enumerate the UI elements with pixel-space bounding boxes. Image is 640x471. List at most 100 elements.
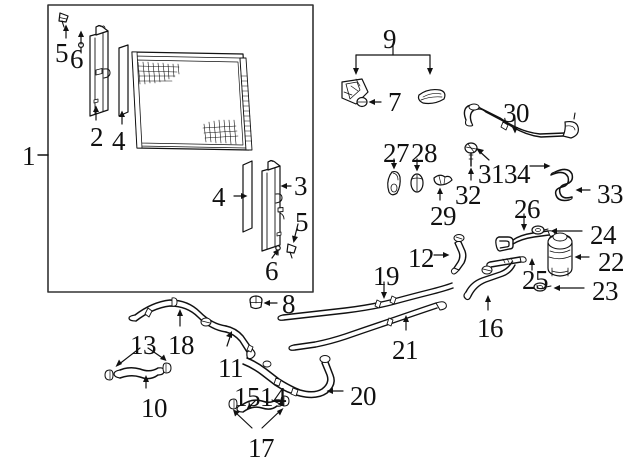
connector-node-upper: [262, 360, 272, 368]
callout-9-mount-bracket-group: 9: [383, 24, 397, 54]
part-19-cooler-line-upper: [277, 282, 454, 321]
part-5-clip-upper: [58, 12, 69, 28]
part-9-bracket-right: [417, 88, 446, 105]
callout-25-return-hose: 25: [522, 265, 549, 295]
leader-24: [550, 228, 583, 234]
callout-12-connector-pipe: 12: [408, 243, 435, 273]
leader-34: [529, 163, 551, 169]
part-4-seal-left: [118, 44, 129, 117]
callout-17-clamp-pair: 17: [248, 433, 275, 463]
part-20-heater-hose: [242, 355, 335, 399]
leader-32: [468, 167, 474, 181]
part-2-left-tank: [89, 24, 111, 117]
leader-5-upper: [63, 24, 69, 39]
leader-12: [433, 252, 450, 258]
callout-8-drain-plug: 8: [282, 289, 296, 319]
callout-27-grommet: 27: [383, 138, 410, 168]
part-11-lower-hose: [225, 325, 256, 360]
callout-15-short-hose: 15: [234, 382, 261, 412]
part-23-o-ring-lower: [533, 282, 552, 292]
part-8-drain-plug: [249, 295, 263, 310]
callout-16-branch-hose: 16: [477, 313, 504, 343]
callout-2-left-tank: 2: [90, 122, 104, 152]
leader-30: [512, 117, 518, 134]
leader-3: [280, 183, 292, 189]
callout-5-lower-right-clip: 5: [295, 207, 309, 237]
callout-20-heater-hose: 20: [350, 381, 377, 411]
leader-13: [115, 347, 167, 367]
callout-18-upper-hose: 18: [168, 330, 195, 360]
part-12-connector-pipe: [450, 234, 467, 275]
callout-4-right-seal: 4: [212, 182, 226, 212]
leader-6-upper: [78, 30, 84, 45]
part-24-o-ring-upper: [531, 225, 549, 235]
leader-31: [476, 148, 490, 161]
callout-3-right-tank: 3: [294, 171, 308, 201]
callout-14-hose-clamp: 14: [260, 382, 287, 412]
part-22-reservoir-tank: [547, 232, 573, 277]
leader-21: [403, 315, 409, 331]
part-10-bypass-hose: [113, 366, 165, 380]
leader-7: [368, 99, 382, 105]
callout-1-radiator-assembly: 1: [22, 141, 36, 171]
leader-17: [233, 408, 284, 429]
leader-11: [226, 331, 232, 347]
part-3-right-tank: [261, 159, 285, 252]
callout-11-lower-hose: 11: [218, 353, 244, 383]
callout-19-cooler-line-upper: 19: [373, 261, 400, 291]
callout-32-bolt: 32: [455, 180, 482, 210]
group-9-bracket-bar: [353, 44, 433, 75]
part-26-reservoir-hose: [495, 230, 556, 252]
callout-24-o-ring-upper: 24: [590, 220, 617, 250]
callout-26-reservoir-hose: 26: [514, 194, 541, 224]
callout-6-upper-left-pin: 6: [70, 44, 84, 74]
callout-6-lower-right-pin: 6: [265, 256, 279, 286]
leader-28: [414, 158, 420, 172]
leader-20: [326, 388, 344, 394]
callout-28-bushing: 28: [411, 138, 438, 168]
callout-31-fitting: 31: [478, 159, 505, 189]
part-13-clamp-right: [162, 362, 172, 374]
leader-6-lower: [271, 249, 279, 259]
part-30-upper-tube: [463, 103, 579, 139]
leader-25: [529, 258, 535, 271]
leader-5-lower: [292, 223, 299, 243]
leader-22: [574, 254, 590, 260]
radiator-core: [131, 51, 253, 151]
part-27-grommet: [387, 170, 401, 196]
part-33-clip: [550, 168, 574, 202]
part-4-seal-right: [242, 160, 253, 233]
leader-26: [521, 213, 527, 231]
callout-22-reservoir-tank: 22: [598, 247, 625, 277]
callout-10-bypass-hose: 10: [141, 393, 168, 423]
leader-2: [93, 105, 99, 121]
leader-23: [553, 285, 585, 291]
callout-5-upper-left-clip: 5: [55, 38, 69, 68]
callout-13-hose-clamp-pair: 13: [130, 330, 157, 360]
leader-27: [391, 158, 397, 170]
leader-29: [437, 187, 443, 201]
leader-16: [485, 295, 491, 311]
callout-34-bracket: 34: [504, 159, 531, 189]
part-32-bolt: [464, 142, 478, 167]
part-16-branch-hose: [463, 261, 516, 301]
callout-21-cooler-line-lower: 21: [392, 335, 419, 365]
leader-19: [381, 281, 387, 299]
part-18-upper-hose: [128, 297, 227, 333]
leader-14: [271, 399, 285, 407]
callout-4-left-seal: 4: [112, 126, 126, 156]
callout-30-upper-tube: 30: [503, 98, 530, 128]
callout-29-clamp: 29: [430, 201, 457, 231]
callout-33-clip: 33: [597, 179, 624, 209]
part-29-clamp: [433, 174, 453, 186]
part-17-clamp-left: [228, 398, 238, 410]
leader-8: [263, 300, 278, 306]
part-28-bushing: [410, 173, 424, 193]
leader-4-left: [119, 110, 125, 125]
part-21-cooler-line-lower: [288, 301, 447, 351]
part-5-clip-lower: [286, 243, 297, 259]
part-25-return-hose: [486, 256, 527, 270]
leader-15: [246, 399, 257, 411]
